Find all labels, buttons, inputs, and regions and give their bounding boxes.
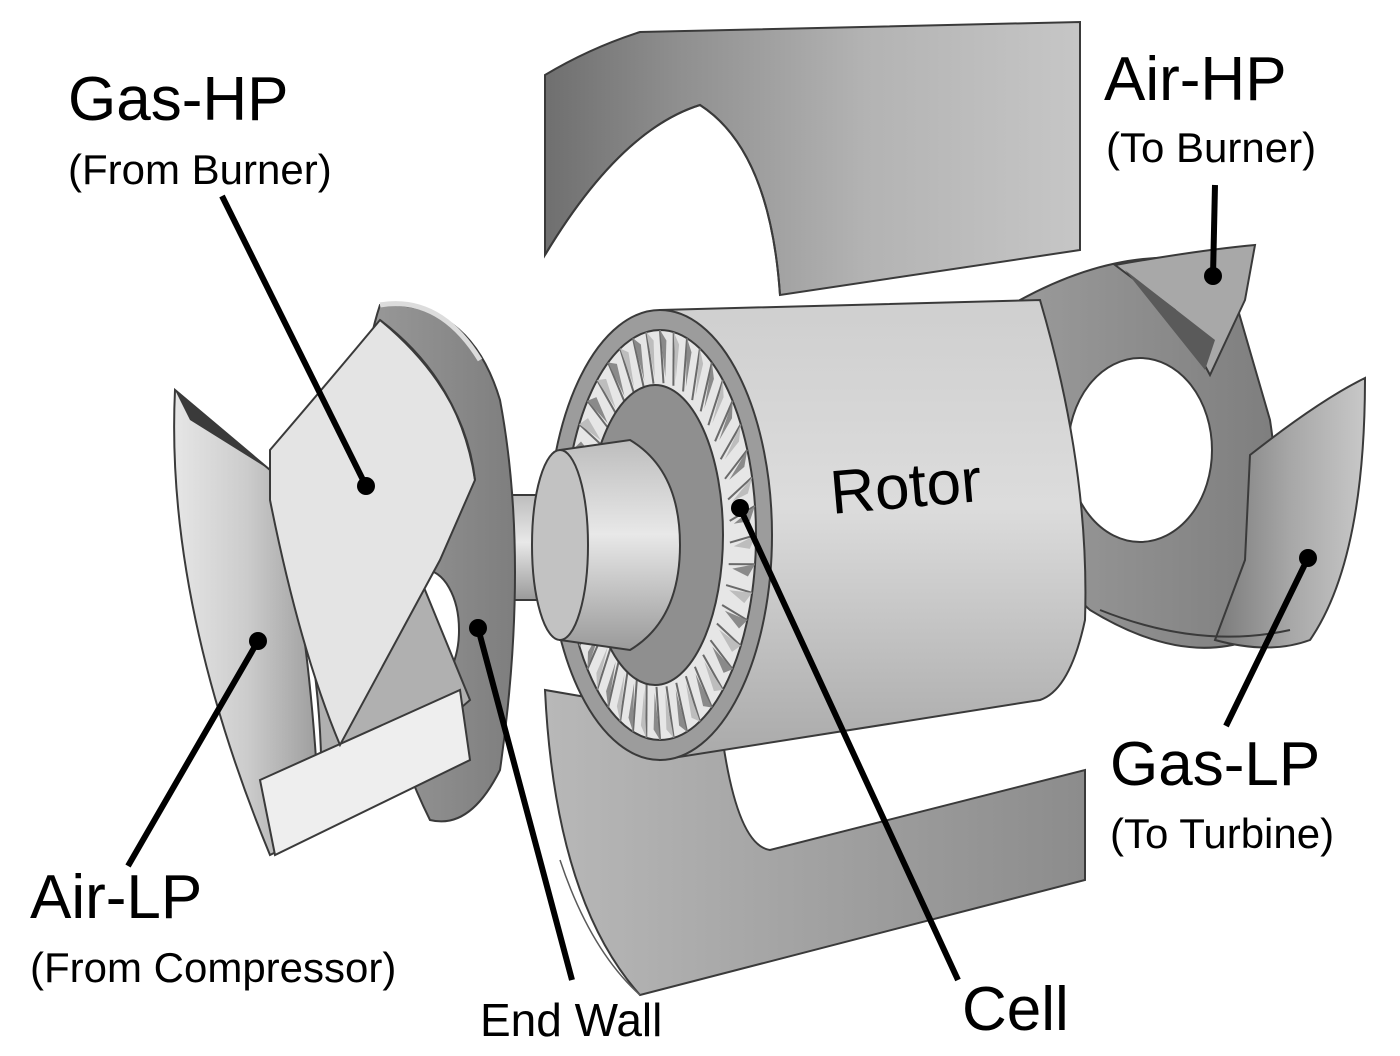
cell-partition [691, 348, 701, 401]
rotor-drum [531, 298, 1087, 762]
cell-face [704, 362, 714, 409]
cell-face [608, 362, 625, 397]
cell-face [665, 692, 674, 738]
gas-lp-leader [1223, 556, 1311, 728]
cell-face [732, 477, 753, 502]
rotor-label: Rotor [827, 446, 984, 528]
gas-hp-subtitle: (From Burner) [68, 146, 332, 193]
bottom-casing-shell [543, 688, 1086, 997]
cell-partition [607, 362, 627, 404]
cell-face [628, 683, 635, 732]
cell-partition [655, 686, 661, 741]
cell-face [719, 400, 733, 441]
air-lp-leader [125, 639, 261, 868]
air-hp-title: Air-HP [1104, 45, 1287, 114]
label-air-hp: Air-HP (To Burner) [1104, 45, 1316, 285]
gas-lp-marker [1299, 549, 1317, 567]
air-lp-marker [249, 632, 267, 650]
top-casing-shell [544, 20, 1081, 297]
cell-leader [737, 506, 961, 982]
gas-hp-duct [269, 318, 477, 748]
cell-face [704, 661, 723, 692]
cell-face [673, 332, 680, 381]
cell-partition [702, 654, 724, 691]
cell-face [579, 418, 601, 441]
cell-face [587, 397, 608, 424]
cell-text: Cell [962, 975, 1069, 1044]
gas-hp-title: Gas-HP [68, 65, 288, 134]
cell-partition [645, 331, 655, 384]
cell-face [695, 348, 704, 397]
cell-face [620, 348, 635, 387]
end-wall-leader [475, 627, 575, 981]
cell-face [732, 564, 755, 577]
end-wall-marker [469, 619, 487, 637]
cell-partition [659, 329, 665, 384]
cell-face [724, 610, 748, 629]
cell-partition [725, 584, 753, 594]
cell-face [596, 646, 608, 690]
cell-partition [707, 379, 724, 426]
cell-partition [632, 678, 638, 732]
air-lp-subtitle: (From Compressor) [30, 944, 396, 991]
cell-face [675, 689, 687, 732]
cell-face [719, 629, 741, 652]
cell-partition [578, 423, 604, 448]
cell-partition [693, 666, 713, 708]
cell-partition [727, 476, 753, 501]
cell-face [633, 338, 645, 381]
cell-face [695, 673, 712, 708]
cell-face [685, 338, 692, 387]
cell-face [606, 661, 616, 708]
cell-partition [665, 686, 675, 739]
cell-partition [619, 669, 629, 722]
cell-partition [596, 379, 618, 416]
cell-partition [714, 400, 734, 442]
cell-partition [699, 362, 713, 412]
cell-partition [716, 622, 742, 647]
cell-face [597, 378, 616, 409]
label-air-lp: Air-LP (From Compressor) [30, 632, 396, 991]
cell-partition [721, 604, 748, 622]
cell-partition [619, 348, 636, 395]
cell-partition [596, 644, 613, 691]
cell-face [660, 330, 667, 378]
cell-face [646, 332, 655, 378]
cell-face [712, 646, 733, 673]
cell-face [640, 689, 647, 738]
cell-face [685, 683, 700, 722]
cell-face [729, 590, 753, 604]
cell-partition [682, 338, 688, 392]
cell-face [616, 673, 625, 722]
gas-hp-leader [219, 194, 369, 488]
label-gas-hp: Gas-HP (From Burner) [68, 65, 375, 495]
cell-face [729, 449, 748, 480]
cell-face [733, 535, 756, 549]
cell-partition [586, 400, 611, 431]
gas-hp-marker [357, 477, 375, 495]
air-hp-marker [1204, 267, 1222, 285]
cell-face [653, 692, 660, 740]
end-wall-text: End Wall [480, 994, 662, 1046]
cell-marker [731, 499, 749, 517]
air-hp-leader [1210, 184, 1218, 277]
gas-lp-title: Gas-LP [1110, 730, 1320, 799]
cell-partition [675, 682, 688, 732]
cell-face [712, 380, 724, 424]
cell-partition [709, 639, 734, 670]
label-gas-lp: Gas-LP (To Turbine) [1110, 549, 1334, 857]
cell-partition [632, 338, 645, 388]
gas-lp-subtitle: (To Turbine) [1110, 810, 1334, 857]
air-hp-subtitle: (To Burner) [1106, 124, 1316, 171]
cell-face [724, 424, 741, 460]
cell-partition [724, 449, 749, 480]
cell-partition [684, 675, 701, 722]
label-end-wall: End Wall [469, 619, 662, 1046]
label-cell: Cell [731, 499, 1069, 1044]
cell-partition [607, 658, 621, 708]
cell-partition [719, 423, 742, 460]
cell-face [587, 629, 601, 670]
air-lp-title: Air-LP [30, 863, 202, 932]
